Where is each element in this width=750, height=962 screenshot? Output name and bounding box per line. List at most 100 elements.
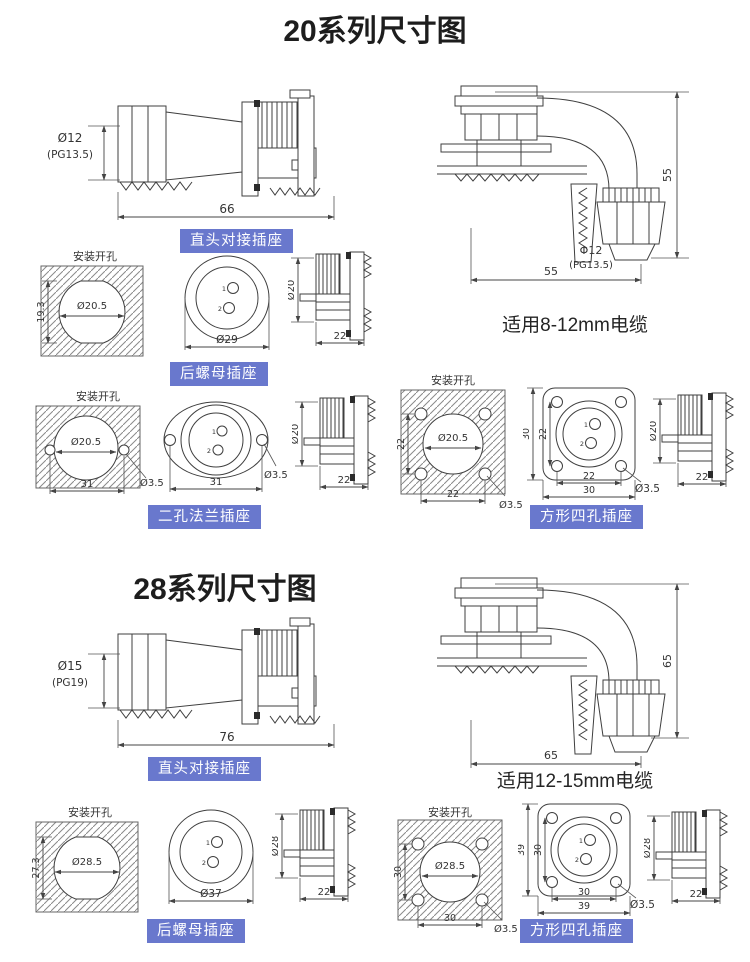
dim-mount-h: 22 <box>396 438 407 450</box>
cable-note-28: 适用12-15mm电缆 <box>496 771 654 792</box>
caption-rear-nut-20: 后螺母插座 <box>170 362 268 386</box>
dim-length: 66 <box>219 202 234 216</box>
dim-cable-dia: Ø12 <box>58 131 83 145</box>
mount-rear-nut-20-shapes: Ø20.5 19.3 <box>36 265 144 357</box>
square-flange-face-drawing-28: 1 2 39 30 30 39 Ø3.5 <box>518 803 655 916</box>
dim-side-len: 22 <box>696 472 709 483</box>
dim-face-outer-h: 30 <box>523 428 532 440</box>
face-flange2-20-shapes: 1 2 31 Ø3.5 <box>163 401 288 492</box>
dim-mount-dia: Ø20.5 <box>77 300 107 312</box>
dim-face-dia: Ø29 <box>216 334 238 346</box>
elbow-28-body <box>437 577 666 755</box>
socket-side-drawing-square4-28: Ø28 22 <box>644 809 729 904</box>
dim-mount-span: 31 <box>81 479 94 490</box>
caption-square4-28: 方形四孔插座 <box>520 919 633 943</box>
dim-side-len: 22 <box>334 331 347 342</box>
caption-rear-nut-28: 后螺母插座 <box>147 919 245 943</box>
face-square4-20-shapes: 1 2 30 22 22 30 Ø3.5 <box>523 387 660 500</box>
dim-side-dia: Ø20 <box>288 280 297 301</box>
dim-face-inner-h: 22 <box>538 428 549 440</box>
socket-face-drawing-rear-nut-28: 1 2 Ø37 <box>168 809 254 904</box>
mount-square4-20-shapes: Ø20.5 22 22 Ø3.5 <box>396 389 523 511</box>
mount-label: 安装开孔 <box>428 805 472 819</box>
straight-connector-drawing-28: Ø15 (PG19) 76 <box>52 617 335 748</box>
dim-mount-h: 30 <box>393 866 404 878</box>
dim-mount-height: 27.3 <box>31 857 42 878</box>
straight-connector-drawing-20: Ø12 (PG13.5) 66 <box>47 89 335 220</box>
side-square4-20-shapes: Ø20 22 <box>650 392 735 487</box>
socket-side-drawing-flange2-20: Ø20 22 <box>292 395 377 490</box>
dim-face-outer-h: 39 <box>518 844 527 856</box>
dim-elbow-width: 55 <box>544 265 558 278</box>
mounting-hole-drawing-rear-nut-28: 安装开孔 Ø28.5 27.3 <box>31 806 139 913</box>
dim-face-inner-h: 30 <box>533 844 544 856</box>
dim-length: 76 <box>219 730 234 744</box>
straight-28-body <box>117 617 321 725</box>
pin-2: 2 <box>575 856 579 864</box>
dim-face-outer-w: 30 <box>583 485 595 496</box>
mount-label: 安装开孔 <box>431 373 475 387</box>
dim-side-dia: Ø28 <box>644 838 653 859</box>
mounting-hole-drawing-flange2-20: 安装开孔 Ø20.5 31 Ø3.5 <box>35 390 164 494</box>
flange-face-drawing-20: 1 2 31 Ø3.5 <box>163 401 288 492</box>
caption-flange2-20: 二孔法兰插座 <box>148 505 261 529</box>
dim-face-outer-w: 39 <box>578 901 590 912</box>
side-rear-nut-20-shapes: Ø20 22 <box>288 251 373 346</box>
dim-elbow-height: 55 <box>661 168 674 182</box>
dim-elbow-dia: Φ12 <box>580 244 603 257</box>
right-angle-connector-drawing-28: 65 65 <box>437 577 689 768</box>
pin-1: 1 <box>212 428 216 436</box>
cable-note-20: 适用8-12mm电缆 <box>502 315 648 336</box>
dim-cable-dia-sub: (PG19) <box>52 677 88 689</box>
straight-20-dimensions: Ø12 (PG13.5) 66 <box>47 125 335 220</box>
face-square4-28-shapes: 1 2 39 30 30 39 Ø3.5 <box>518 803 655 916</box>
caption-straight-28: 直头对接插座 <box>148 757 261 781</box>
series28-title: 28系列尺寸图 <box>133 573 317 606</box>
dim-mount-w: 30 <box>444 913 456 924</box>
dim-face-hole: Ø3.5 <box>264 469 288 481</box>
dim-face-inner-w: 30 <box>578 887 590 898</box>
socket-side-drawing-rear-nut-20: Ø20 22 <box>288 251 373 346</box>
caption-square4-20: 方形四孔插座 <box>530 505 643 529</box>
side-rear-nut-28-shapes: Ø28 22 <box>272 807 357 902</box>
straight-20-body <box>117 89 321 197</box>
mount-label: 安装开孔 <box>68 806 112 819</box>
pin-2: 2 <box>202 859 206 867</box>
dim-elbow-width: 65 <box>544 749 558 762</box>
mount-label: 安装开孔 <box>73 250 117 263</box>
dim-mount-dia: Ø28.5 <box>72 856 102 868</box>
elbow-20-body <box>437 85 666 263</box>
dim-mount-hole: Ø3.5 <box>140 477 164 489</box>
socket-face-drawing-rear-nut-20: 1 2 Ø29 <box>184 255 270 350</box>
mount-label: 安装开孔 <box>76 390 120 403</box>
dim-mount-dia: Ø20.5 <box>71 436 101 448</box>
caption-straight-20: 直头对接插座 <box>180 229 293 253</box>
mount-flange2-20-shapes: Ø20.5 31 Ø3.5 <box>35 405 164 494</box>
dim-mount-dia: Ø20.5 <box>438 432 468 444</box>
right-angle-connector-drawing-20: 55 55 Φ12 (PG13.5) <box>437 85 689 284</box>
pin-2: 2 <box>218 305 222 313</box>
mounting-hole-drawing-square4-28: 安装开孔 Ø28.5 30 30 Ø3.5 <box>393 805 518 935</box>
dim-elbow-dia-sub: (PG13.5) <box>569 260 613 271</box>
pin-1: 1 <box>584 421 588 429</box>
face-rear-nut-28-shapes: 1 2 Ø37 <box>168 809 254 904</box>
pin-2: 2 <box>580 440 584 448</box>
dim-side-dia: Ø20 <box>650 421 659 442</box>
pin-1: 1 <box>579 837 583 845</box>
dim-elbow-height: 65 <box>661 654 674 668</box>
mount-square4-28-shapes: Ø28.5 30 30 Ø3.5 <box>393 819 518 935</box>
socket-side-drawing-rear-nut-28: Ø28 22 <box>272 807 357 902</box>
dim-face-dia: Ø37 <box>200 888 222 900</box>
square-flange-face-drawing-20: 1 2 30 22 22 30 Ø3.5 <box>523 387 660 500</box>
dim-face-hole: Ø3.5 <box>635 483 660 495</box>
dim-mount-hole: Ø3.5 <box>499 499 523 511</box>
dim-side-len: 22 <box>690 889 703 900</box>
elbow-20-dimensions: 55 55 Φ12 (PG13.5) <box>470 91 689 284</box>
dim-mount-height: 19.3 <box>36 301 47 322</box>
dim-side-len: 22 <box>338 475 351 486</box>
dim-cable-dia-sub: (PG13.5) <box>47 149 93 161</box>
pin-1: 1 <box>206 839 210 847</box>
dim-side-len: 22 <box>318 887 331 898</box>
dim-side-dia: Ø28 <box>272 836 281 857</box>
